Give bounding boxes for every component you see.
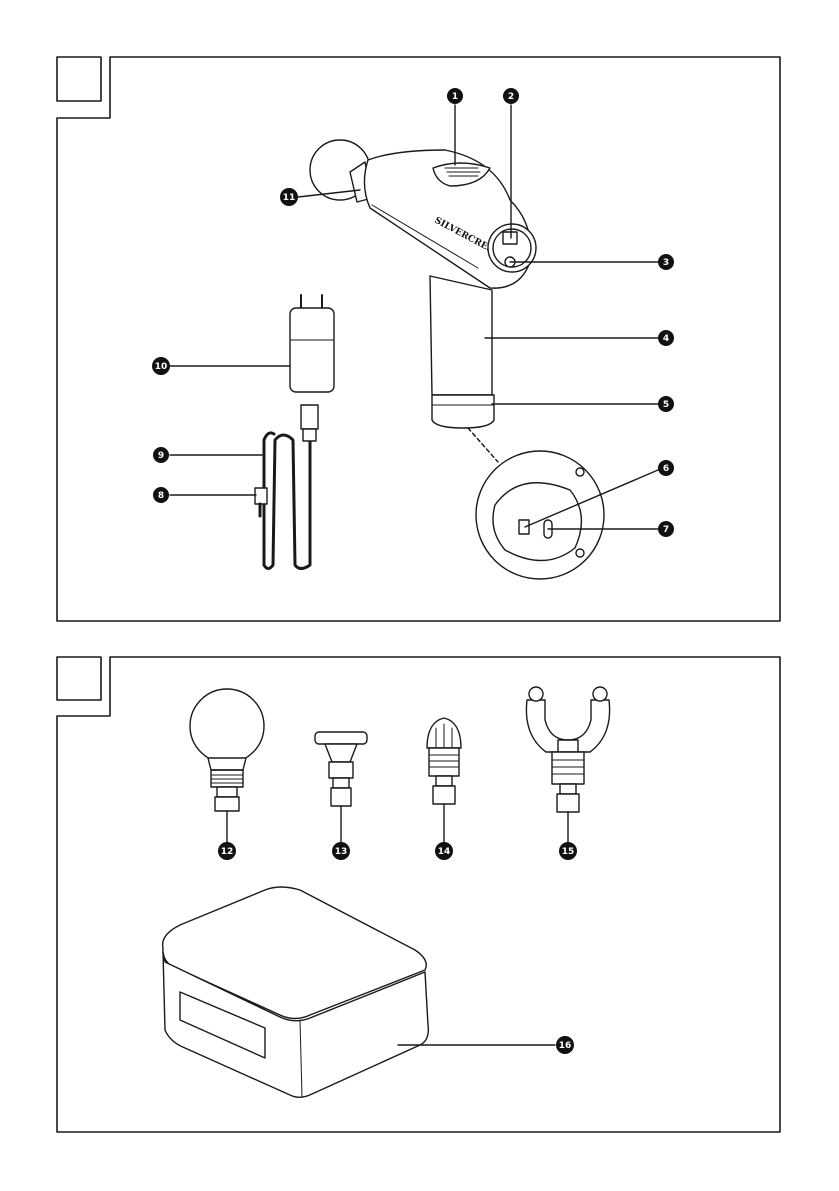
handle [430,276,492,395]
svg-text:9: 9 [158,451,164,461]
flat-attachment [315,732,367,806]
usb-a-plug [301,405,318,429]
bullet-attachment [427,718,461,804]
massage-gun: SILVERCREST [310,140,536,428]
panel-2-frame [57,657,780,1132]
svg-text:14: 14 [438,847,451,857]
svg-text:15: 15 [562,847,575,857]
svg-text:13: 13 [335,847,348,857]
on-off-switch [519,520,529,534]
callout-2: 2 [503,88,519,104]
svg-text:16: 16 [559,1041,572,1051]
usb-a-boot [303,429,316,441]
callout-12: 12 [218,842,236,860]
panel-1-number-box [57,57,101,101]
usb-c-connector [255,488,267,504]
svg-text:11: 11 [283,193,296,203]
callout-10: 10 [152,357,170,375]
power-adapter [290,295,334,392]
battery-base [432,395,494,428]
callout-15: 15 [559,842,577,860]
svg-text:3: 3 [663,258,669,268]
svg-text:7: 7 [663,525,669,535]
svg-text:2: 2 [508,92,514,102]
callout-6: 6 [658,460,674,476]
svg-text:12: 12 [221,847,234,857]
callout-3: 3 [658,254,674,270]
svg-text:5: 5 [663,400,669,410]
callout-16: 16 [556,1036,574,1054]
port-detail-view [468,428,604,579]
storage-case [163,887,429,1097]
svg-text:1: 1 [452,92,458,102]
panel-2-number-box [57,657,101,700]
callout-13: 13 [332,842,350,860]
svg-text:4: 4 [663,334,669,344]
callout-8: 8 [153,487,169,503]
fork-attachment [526,687,609,812]
callout-14: 14 [435,842,453,860]
ball-attachment [190,689,264,811]
cable-loop [264,433,310,569]
panel-2 [57,657,780,1132]
callout-4: 4 [658,330,674,346]
callout-11: 11 [280,188,298,206]
callout-1: 1 [447,88,463,104]
usb-cable [255,405,318,569]
callout-9: 9 [153,447,169,463]
callout-5: 5 [658,396,674,412]
display-screen [503,232,517,244]
adapter-body [290,308,334,392]
callout-7: 7 [658,521,674,537]
svg-text:6: 6 [663,464,669,474]
svg-text:8: 8 [158,491,164,501]
detail-pointer [468,428,498,462]
svg-text:10: 10 [155,362,168,372]
